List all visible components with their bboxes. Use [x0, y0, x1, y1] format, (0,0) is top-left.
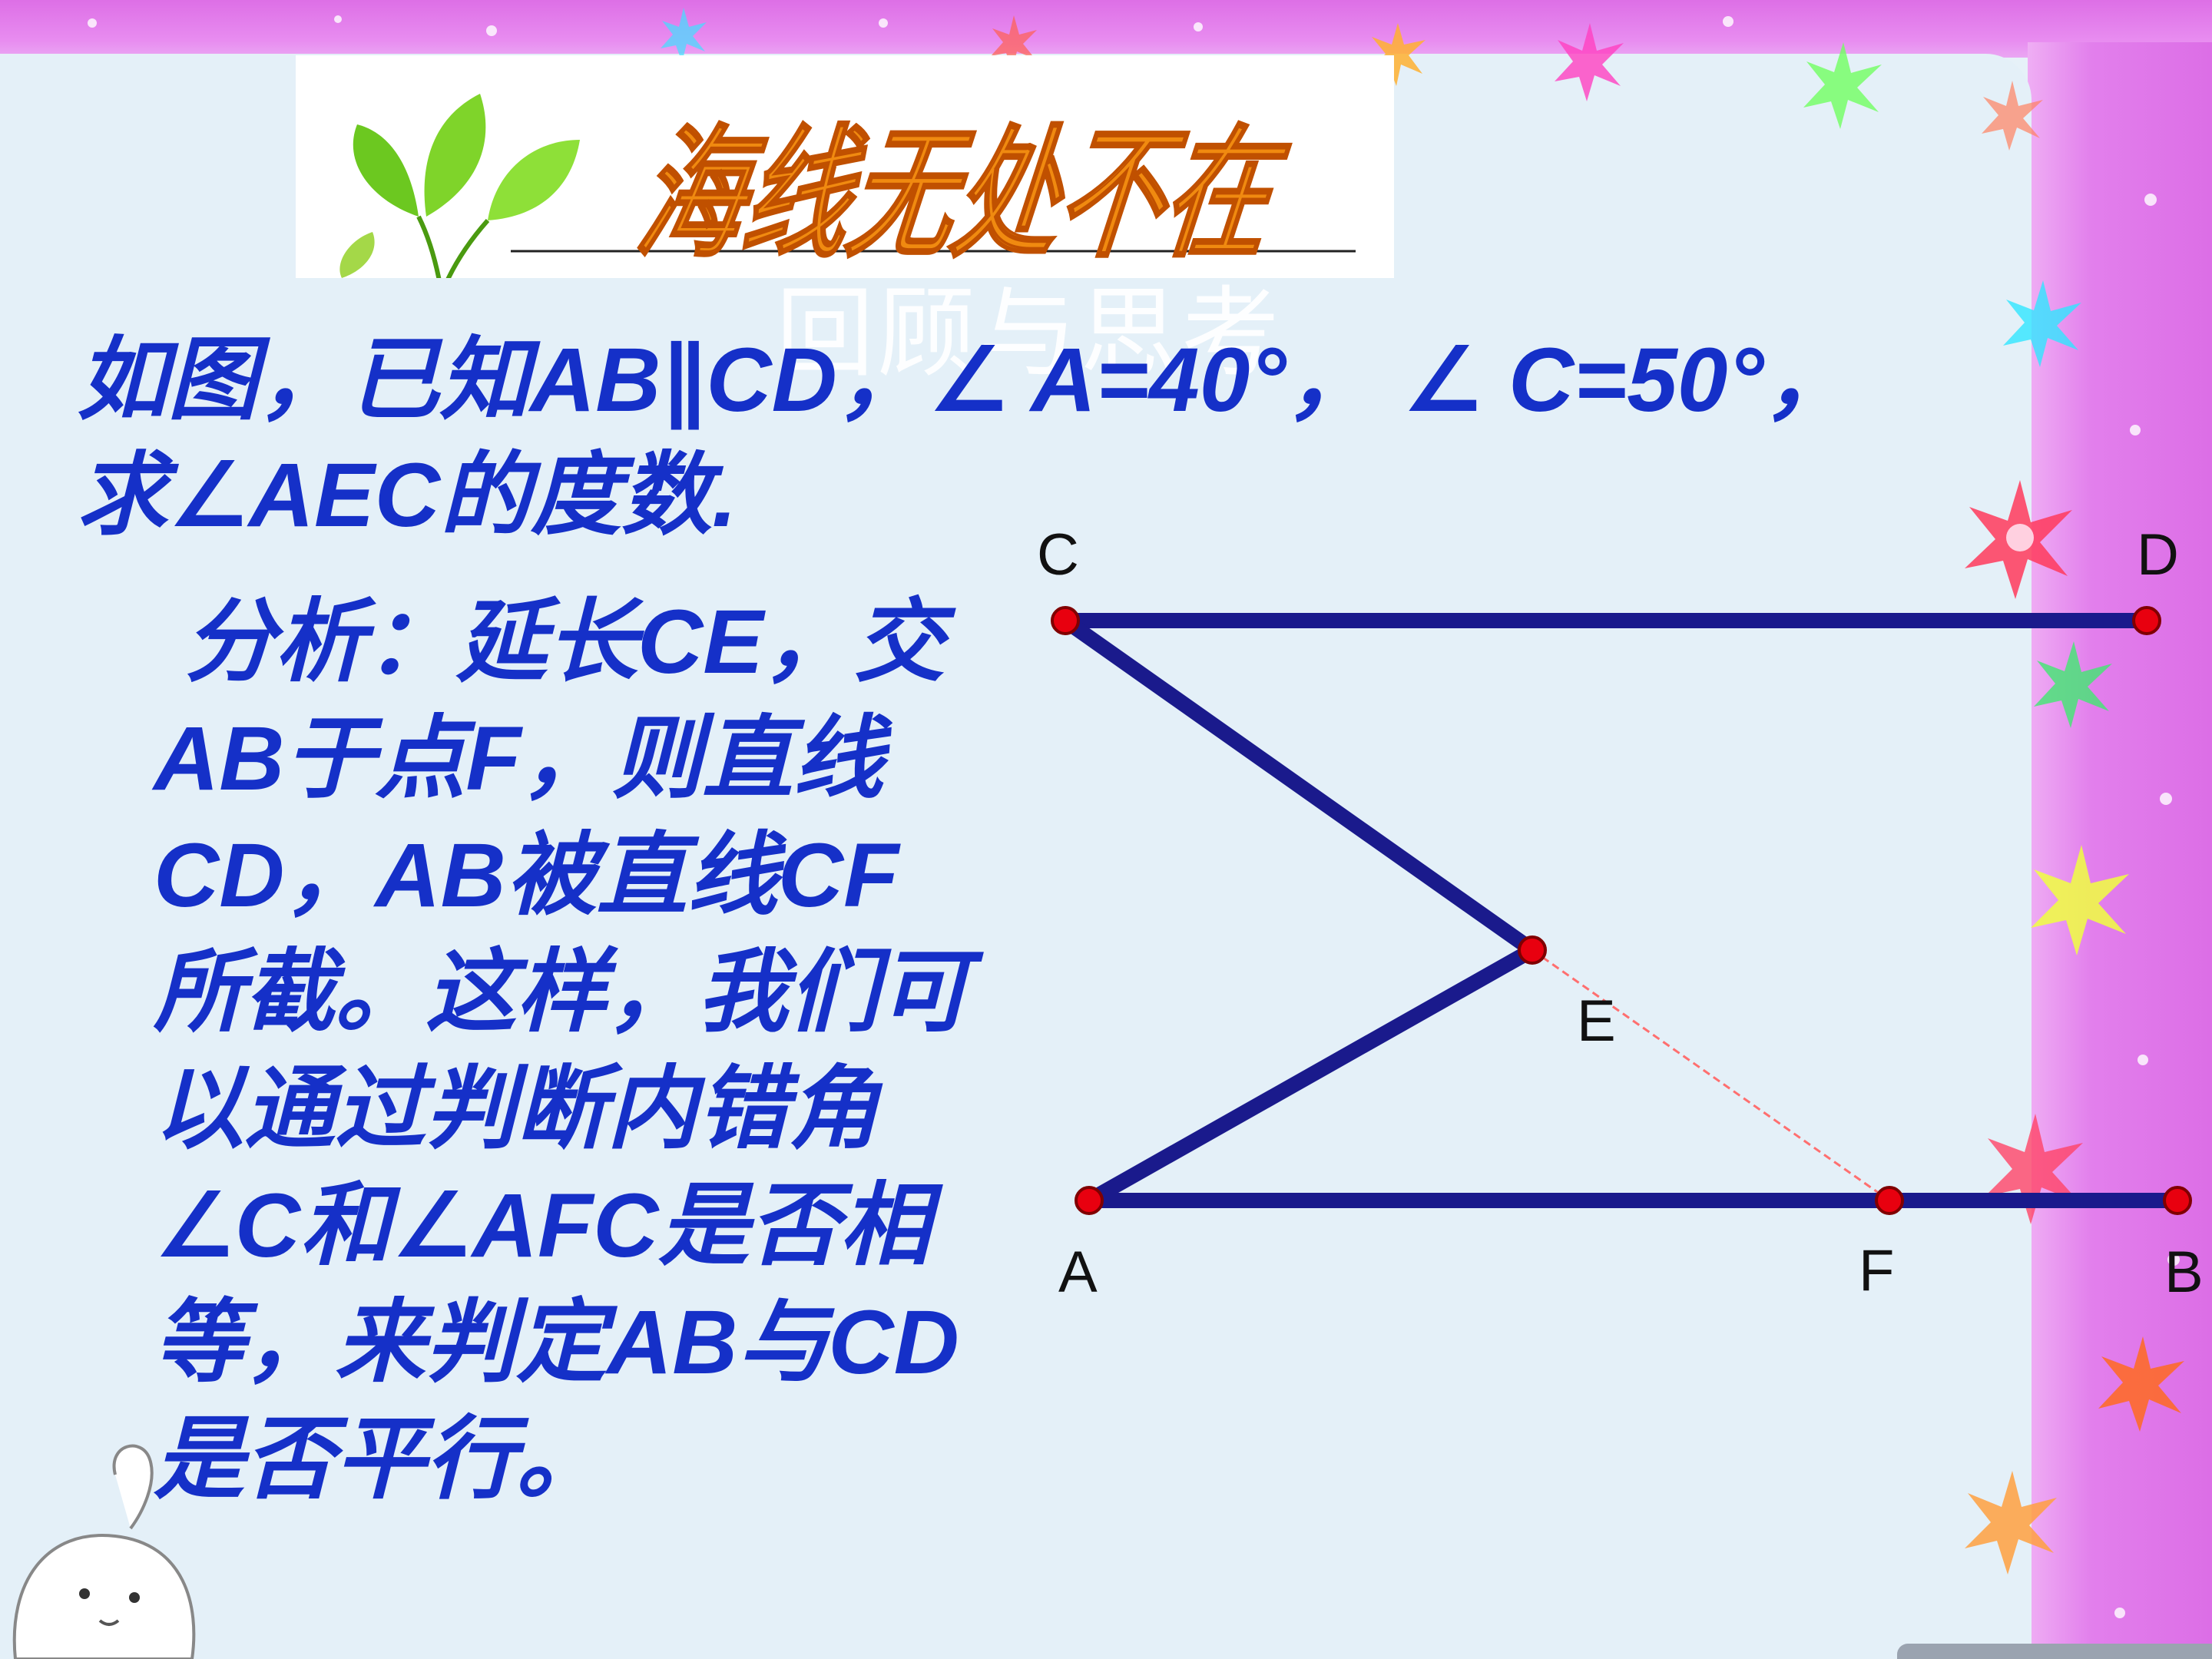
analysis-text: 分析：延长CE，交 AB于点F，则直线 CD，AB被直线CF 所截。这样，我们可… — [154, 584, 1060, 1518]
analysis-line-6: ∠C和∠AFC是否相 — [154, 1175, 931, 1277]
point-d — [2132, 606, 2161, 635]
leaf-icon — [339, 94, 580, 295]
bunny-icon — [12, 1444, 196, 1659]
segment-ce — [1061, 614, 1537, 957]
label-b: B — [2164, 1240, 2204, 1305]
banner-graphic: 海线无处不在 — [339, 94, 1356, 295]
analysis-line-1: 分析：延长CE，交 — [184, 591, 945, 693]
point-c — [1051, 606, 1080, 635]
label-f: F — [1859, 1238, 1894, 1303]
analysis-line-8: 是否平行。 — [154, 1409, 608, 1510]
problem-line-1: 如图，已知AB∥CD，∠ A=40°， ∠ C=50°， — [77, 329, 1855, 431]
point-b — [2163, 1186, 2192, 1215]
point-f — [1875, 1186, 1904, 1215]
problem-line-2: 求∠AEC的度数. — [77, 445, 737, 546]
analysis-line-3: CD，AB被直线CF — [154, 825, 899, 926]
analysis-line-2: AB于点F，则直线 — [154, 708, 884, 810]
label-c: C — [1037, 522, 1079, 588]
problem-statement: 如图，已知AB∥CD，∠ A=40°， ∠ C=50°， 求∠AEC的度数. — [77, 323, 2151, 553]
analysis-line-7: 等，来判定AB与CD — [154, 1292, 959, 1393]
segment-ea — [1085, 943, 1536, 1207]
analysis-line-4: 所截。这样，我们可 — [154, 942, 970, 1043]
label-a: A — [1058, 1240, 1098, 1305]
title-banner: 海线无处不在 — [296, 55, 1394, 295]
point-a — [1075, 1186, 1104, 1215]
bottom-scroll-tab — [1897, 1644, 2212, 1659]
faded-subtitle: 回顾与思考 — [776, 276, 1283, 391]
label-e: E — [1577, 988, 1616, 1054]
content-panel — [0, 54, 2032, 1659]
label-d: D — [2137, 522, 2179, 588]
auxiliary-line-ef — [1532, 949, 1890, 1202]
analysis-line-5: 以通过判断内错角 — [154, 1058, 879, 1160]
point-e — [1518, 935, 1547, 965]
banner-title-text: 海线无处不在 — [623, 111, 1306, 276]
